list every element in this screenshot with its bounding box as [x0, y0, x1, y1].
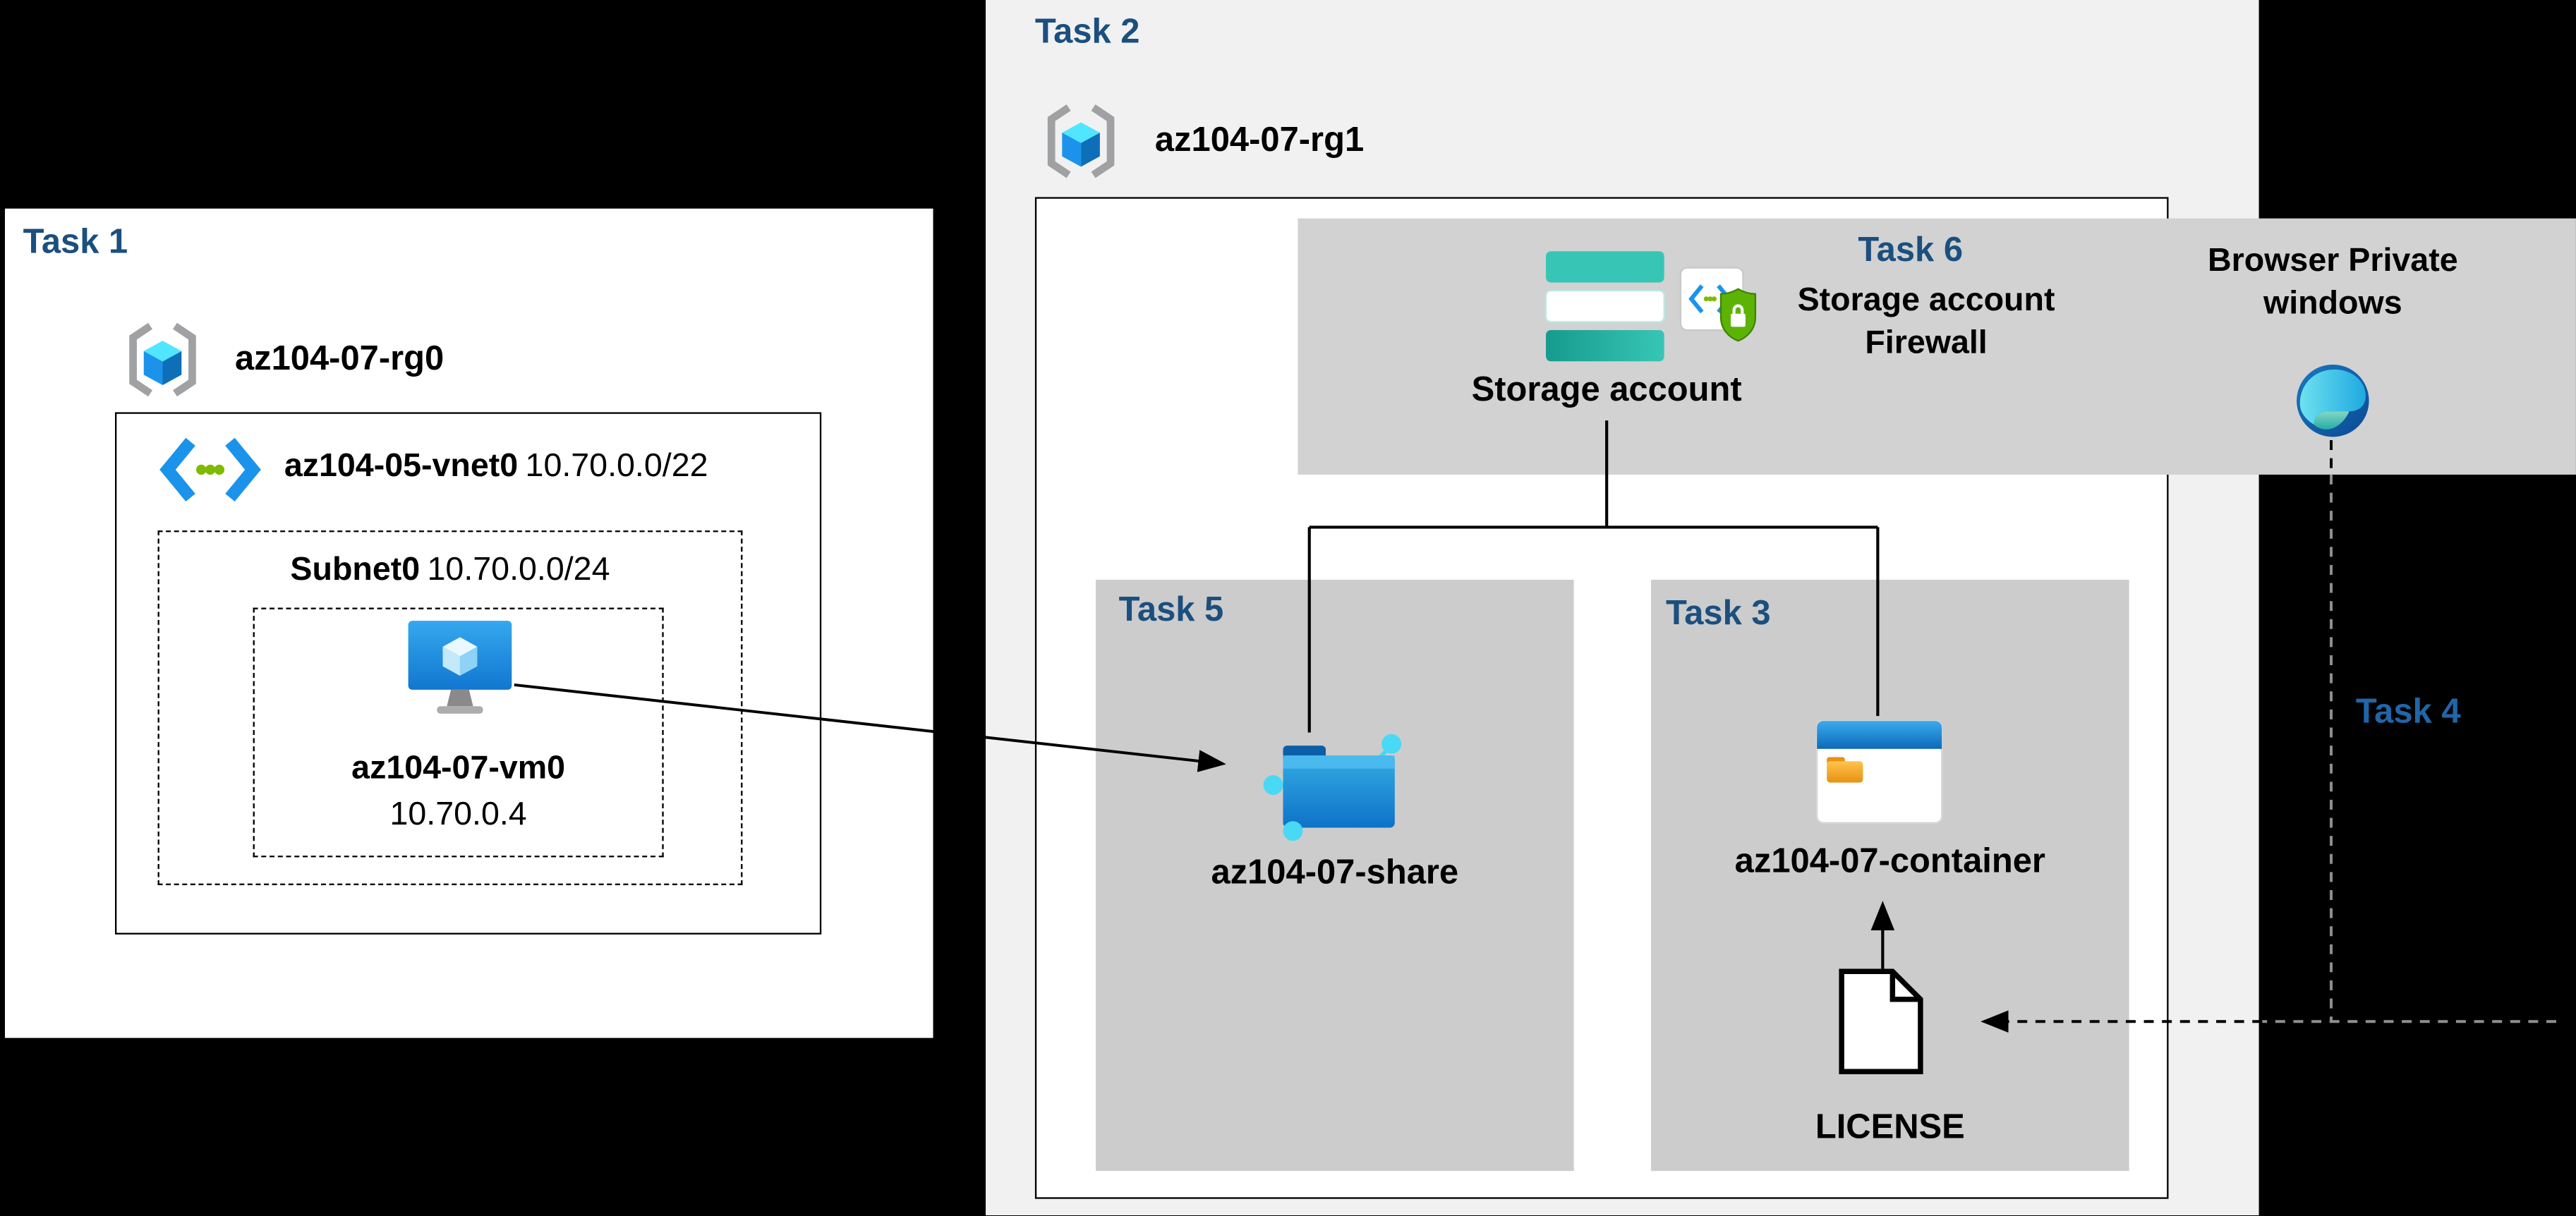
resource-group-name: az104-07-rg1 — [1154, 121, 1365, 159]
task1-panel: Task 1 az104-07-rg0 az104-05-vnet0 10.70… — [4, 208, 933, 1038]
file-share-name: az104-07-share — [1211, 853, 1459, 892]
subnet-name: Subnet0 — [290, 552, 421, 588]
vm-box: az104-07-vm0 10.70.0.4 — [253, 607, 664, 858]
subnet-title: Subnet0 10.70.0.0/24 — [159, 552, 741, 590]
storage-firewall-icon — [1679, 267, 1757, 342]
subnet-cidr: 10.70.0.0/24 — [427, 552, 610, 588]
task6-title: Storage account Firewall — [1797, 282, 2055, 362]
vm-name: az104-07-vm0 — [351, 750, 566, 787]
resource-group-icon — [1047, 104, 1115, 178]
resource-group-name: az104-07-rg0 — [234, 339, 445, 378]
subnet-box: Subnet0 10.70.0.0/24 — [157, 530, 743, 886]
storage-account-label: Storage account — [1471, 371, 1742, 409]
browser-private-title: Browser Private windows — [2208, 243, 2458, 322]
task3-box: Task 3 az104-07-container LICENSE — [1651, 579, 2129, 1172]
vnet-title: az104-05-vnet0 10.70.0.0/22 — [284, 449, 708, 487]
file-share-icon — [1263, 734, 1402, 841]
task3-label: Task 3 — [1665, 594, 1771, 633]
task1-label: Task 1 — [23, 223, 128, 262]
resource-group-icon — [129, 322, 196, 397]
task2-label: Task 2 — [1034, 13, 1140, 51]
license-file-label: LICENSE — [1815, 1108, 1965, 1147]
vnet-cidr: 10.70.0.0/22 — [525, 448, 708, 485]
task5-label: Task 5 — [1118, 591, 1224, 629]
virtual-machine-icon — [408, 621, 512, 714]
license-file-icon — [1839, 968, 1923, 1075]
task4-label: Task 4 — [2355, 693, 2461, 731]
virtual-network-icon — [159, 437, 261, 502]
task5-box: Task 5 az104-07-share — [1096, 579, 1574, 1172]
storage-account-icon — [1544, 251, 1665, 362]
task6-label: Task 6 — [1858, 231, 1964, 269]
blob-container-icon — [1816, 720, 1943, 824]
edge-browser-icon — [2297, 364, 2369, 437]
vnet-name: az104-05-vnet0 — [284, 448, 519, 485]
storage-band: Storage account Task 6 Storage account F… — [1298, 218, 2576, 475]
vm-ip: 10.70.0.4 — [389, 796, 527, 833]
vnet-box: az104-05-vnet0 10.70.0.0/22 Subnet0 10.7… — [114, 412, 822, 935]
blob-container-name: az104-07-container — [1734, 842, 2045, 881]
